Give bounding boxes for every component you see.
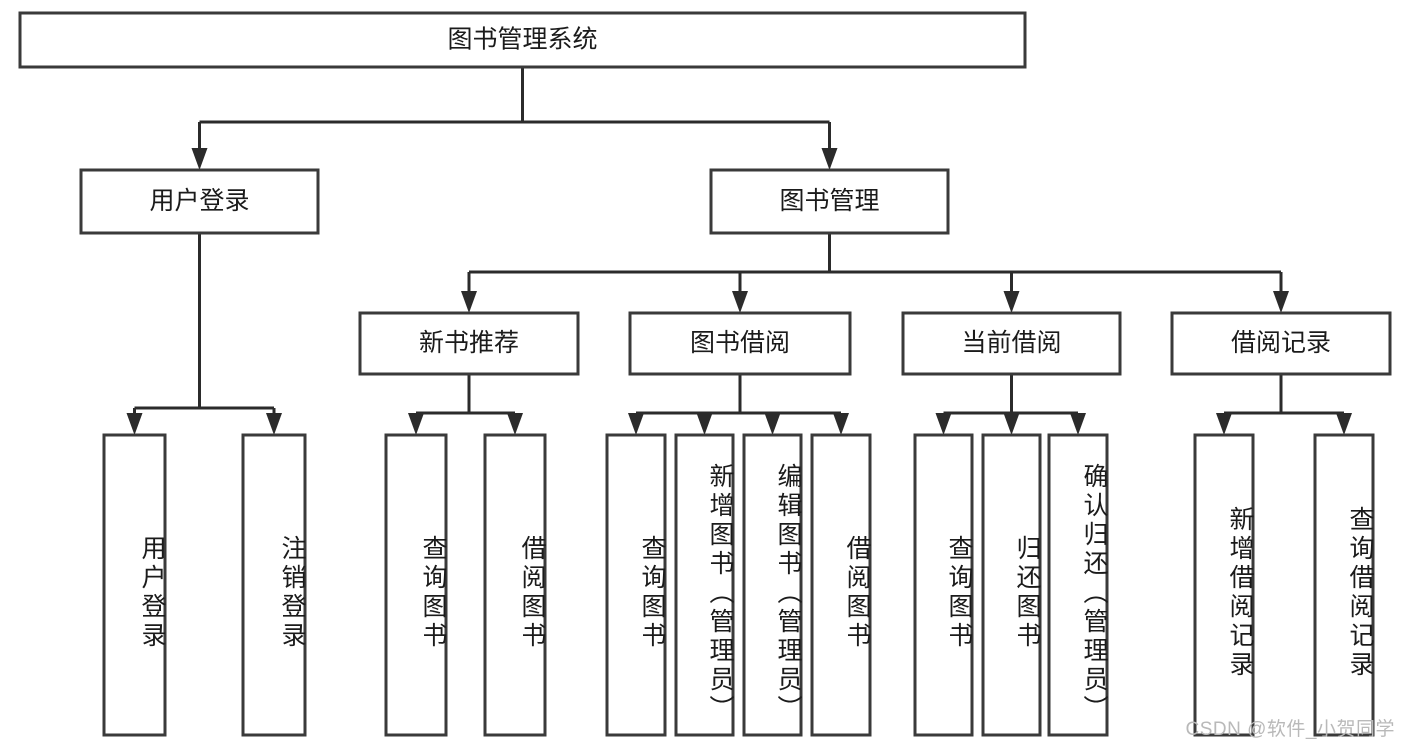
arrowhead-level3-新书推荐 <box>461 291 477 313</box>
arrowhead-leaf-图书借阅-1 <box>696 413 713 435</box>
node-level2-label-图书管理: 图书管理 <box>779 187 879 215</box>
arrowhead-leaf-新书推荐-1 <box>507 413 523 435</box>
arrowhead-leaf-借阅记录-0 <box>1216 413 1232 435</box>
arrowhead-level2-图书管理 <box>821 148 838 170</box>
node-level3-借阅记录[interactable] <box>1170 311 1392 376</box>
node-leaf-编辑图书管理员-6[interactable] <box>742 433 803 737</box>
watermark: CSDN @软件_小贺同学 <box>1185 719 1395 740</box>
node-level3-label-借阅记录: 借阅记录 <box>1231 329 1331 357</box>
arrowhead-leaf-图书借阅-3 <box>833 413 849 435</box>
node-root-label: 图书管理系统 <box>447 26 597 54</box>
arrowhead-leaf-当前借阅-0 <box>935 413 952 435</box>
node-level3-图书借阅[interactable] <box>628 311 852 376</box>
arrowhead-leaf-用户登录-0 <box>126 413 143 435</box>
node-level2-label-用户登录: 用户登录 <box>149 187 249 215</box>
node-leaf-用户登录-0[interactable] <box>102 433 167 737</box>
node-level3-新书推荐[interactable] <box>358 311 580 376</box>
node-leaf-借阅图书-7[interactable] <box>810 433 872 737</box>
node-root-图书管理系统[interactable] <box>18 11 1027 69</box>
arrowhead-level2-用户登录 <box>191 148 208 170</box>
node-leaf-查询借阅记录-12[interactable] <box>1313 433 1375 737</box>
arrowhead-leaf-当前借阅-2 <box>1070 413 1086 435</box>
node-leaf-确认归还管理员-10[interactable] <box>1047 433 1109 737</box>
node-level3-label-图书借阅: 图书借阅 <box>690 329 790 357</box>
arrowhead-leaf-当前借阅-1 <box>1003 413 1020 435</box>
arrowhead-level3-当前借阅 <box>1003 291 1020 313</box>
node-leaf-查询图书-4[interactable] <box>605 433 667 737</box>
arrowhead-leaf-图书借阅-0 <box>628 413 644 435</box>
node-level3-当前借阅[interactable] <box>901 311 1122 376</box>
node-level3-label-新书推荐: 新书推荐 <box>419 329 519 357</box>
node-leaf-新增图书管理员-5[interactable] <box>674 433 735 737</box>
node-leaf-查询图书-8[interactable] <box>913 433 974 737</box>
node-leaf-新增借阅记录-11[interactable] <box>1193 433 1255 737</box>
arrowhead-leaf-借阅记录-1 <box>1336 413 1352 435</box>
node-leaf-注销登录-1[interactable] <box>241 433 307 737</box>
connector-layer <box>126 67 1352 435</box>
node-level2-用户登录[interactable] <box>79 168 320 235</box>
node-level2-图书管理[interactable] <box>709 168 950 235</box>
arrowhead-leaf-新书推荐-0 <box>408 413 424 435</box>
arrowhead-level3-借阅记录 <box>1273 291 1289 313</box>
node-leaf-查询图书-2[interactable] <box>384 433 448 737</box>
arrowhead-leaf-图书借阅-2 <box>764 413 781 435</box>
arrowhead-level3-图书借阅 <box>732 291 748 313</box>
arrowhead-leaf-用户登录-1 <box>266 413 282 435</box>
node-leaf-借阅图书-3[interactable] <box>483 433 547 737</box>
node-leaf-归还图书-9[interactable] <box>981 433 1042 737</box>
node-level3-label-当前借阅: 当前借阅 <box>961 329 1061 357</box>
